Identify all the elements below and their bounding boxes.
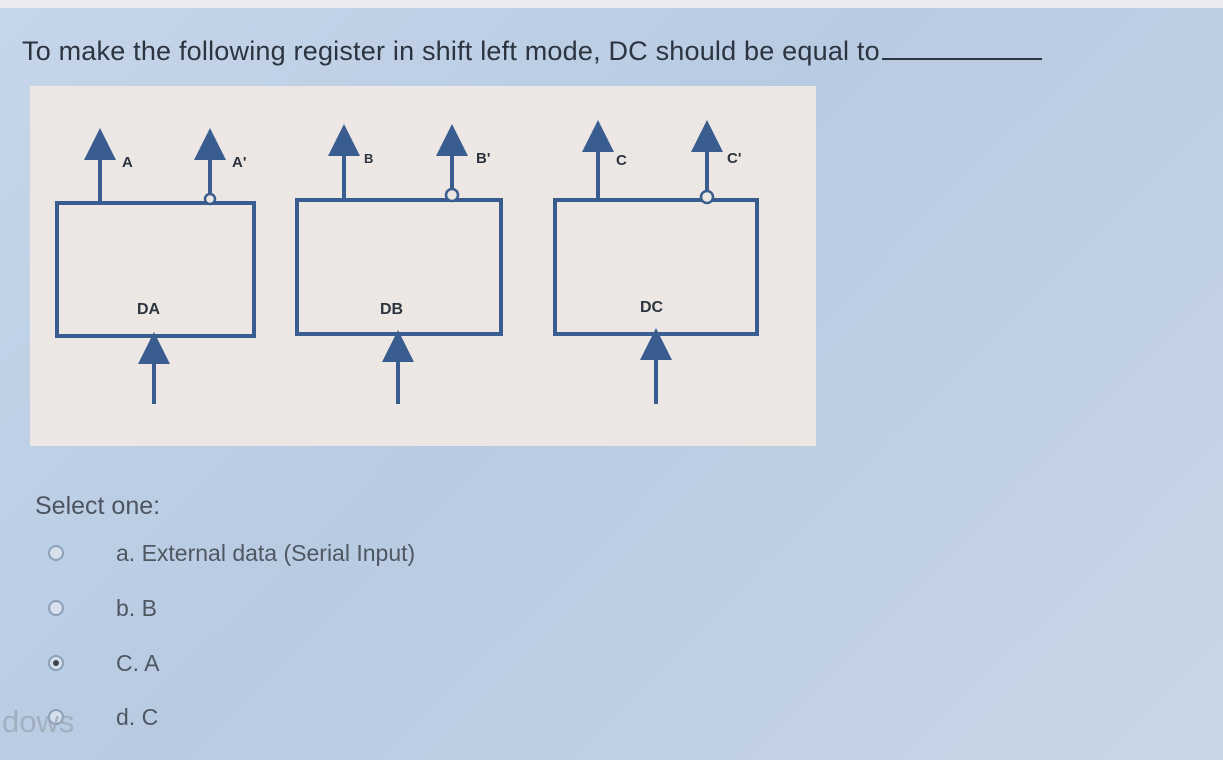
radio-option-a[interactable] [48, 545, 64, 561]
block-da-rect [55, 201, 256, 338]
label-c-bar: C' [727, 150, 741, 167]
option-d[interactable]: d. C [48, 700, 158, 734]
option-b[interactable]: b. B [48, 591, 157, 625]
select-one-label: Select one: [35, 492, 161, 520]
label-da: DA [137, 301, 161, 318]
inversion-bubble-c [699, 189, 715, 205]
radio-option-d[interactable] [48, 709, 64, 725]
block-db-rect [295, 198, 503, 336]
block-dc-rect [553, 198, 759, 336]
option-a[interactable]: a. External data (Serial Input) [48, 536, 415, 570]
question-label: To make the following register in shift … [22, 36, 880, 66]
option-a-label[interactable]: a. External data (Serial Input) [116, 539, 416, 566]
option-d-label[interactable]: d. C [116, 703, 159, 730]
diagram-svg: A A' DA B B' DB C C' DC [55, 120, 759, 404]
radio-option-b[interactable] [48, 600, 64, 616]
register-diagram: A A' DA B B' DB C C' DC [30, 86, 816, 446]
label-b-bar: B' [476, 150, 490, 167]
radio-option-c[interactable] [48, 655, 64, 671]
top-strip [0, 0, 1223, 8]
flipflop-db: B B' DB [295, 124, 503, 404]
inversion-bubble-b [444, 187, 460, 203]
label-b: B [364, 151, 373, 166]
option-b-label[interactable]: b. B [116, 594, 157, 621]
answer-blank [881, 57, 1042, 60]
label-dc: DC [640, 299, 664, 316]
inversion-bubble-a [203, 192, 217, 206]
watermark-text: dows [2, 704, 75, 739]
question-text: To make the following register in shift … [22, 36, 1192, 67]
flipflop-dc: C C' DC [553, 120, 759, 404]
option-c-label[interactable]: C. A [116, 649, 160, 676]
label-a: A [122, 154, 133, 171]
label-db: DB [380, 301, 403, 318]
option-c[interactable]: C. A [48, 646, 159, 680]
label-a-bar: A' [232, 154, 246, 171]
flipflop-da: A A' DA [55, 128, 256, 404]
label-c: C [616, 152, 627, 169]
